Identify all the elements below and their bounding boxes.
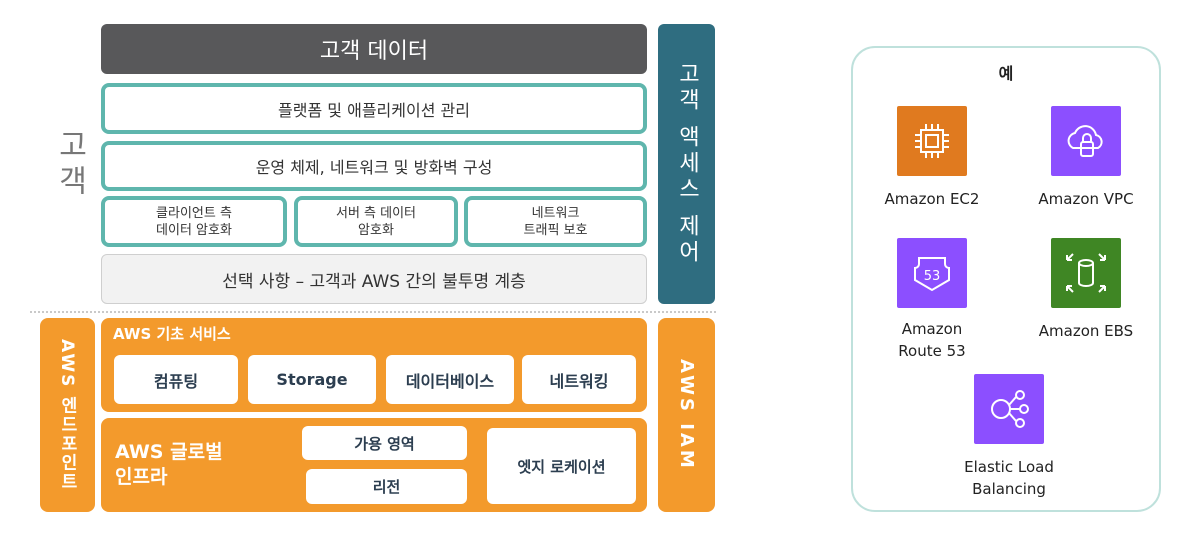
service-storage: Storage	[248, 355, 376, 404]
example-elb: Elastic Load Balancing	[939, 374, 1079, 500]
route53-label-line2: Route 53	[898, 342, 966, 360]
example-vpc: Amazon VPC	[1021, 106, 1151, 210]
elb-nodes-icon	[974, 374, 1044, 444]
network-traffic-protection-line2: 트래픽 보호	[523, 222, 588, 238]
ebs-label: Amazon EBS	[1038, 322, 1134, 340]
region-box: 리전	[306, 469, 467, 504]
client-side-encryption-line2: 데이터 암호화	[156, 222, 232, 238]
service-compute: 컴퓨팅	[114, 355, 238, 404]
customer-data-bar: 고객 데이터	[101, 24, 647, 74]
vpc-label: Amazon VPC	[1038, 190, 1134, 208]
route53-label-line1: Amazon	[901, 320, 963, 338]
aws-global-infrastructure-line2: 인프라	[115, 466, 168, 488]
server-side-encryption-line1: 서버 측 데이터	[335, 205, 417, 221]
elb-label-line1: Elastic Load	[964, 458, 1054, 476]
service-networking: 네트워킹	[522, 355, 636, 404]
example-ebs: Amazon EBS	[1021, 238, 1151, 342]
examples-panel: 예 Amazon EC2 Amazon VPC	[851, 46, 1161, 512]
platform-management-box: 플랫폼 및 애플리케이션 관리	[101, 83, 647, 134]
client-side-encryption-box: 클라이언트 측 데이터 암호화	[101, 196, 287, 247]
vpc-cloud-lock-icon	[1051, 106, 1121, 176]
elb-label-line2: Balancing	[972, 480, 1046, 498]
service-database: 데이터베이스	[386, 355, 514, 404]
client-side-encryption-line1: 클라이언트 측	[156, 205, 232, 221]
aws-endpoint-bar: AWS 엔드포인트	[40, 318, 95, 512]
optional-opaque-layer-box: 선택 사항 – 고객과 AWS 간의 불투명 계층	[101, 254, 647, 304]
example-ec2: Amazon EC2	[871, 106, 993, 210]
examples-title: 예	[998, 64, 1014, 83]
aws-global-infrastructure-panel: AWS 글로벌 인프라 가용 영역 리전 엣지 로케이션	[101, 418, 647, 512]
edge-location-box: 엣지 로케이션	[487, 428, 636, 504]
server-side-encryption-line2: 암호화	[358, 222, 394, 238]
example-route53: 53 Amazon Route 53	[871, 238, 993, 362]
network-traffic-protection-box: 네트워크 트래픽 보호	[464, 196, 647, 247]
availability-zone-box: 가용 영역	[302, 426, 467, 460]
customer-side-label: 고객	[52, 129, 87, 201]
svg-text:53: 53	[924, 269, 941, 284]
aws-iam-bar: AWS IAM	[658, 318, 715, 512]
customer-access-control-bar: 고객 액세스 제어	[658, 24, 715, 304]
aws-global-infrastructure-title: AWS 글로벌 인프라	[115, 440, 223, 490]
os-network-firewall-box: 운영 체제, 네트워크 및 방화벽 구성	[101, 141, 647, 191]
ec2-chip-icon	[897, 106, 967, 176]
responsibility-divider	[30, 311, 716, 313]
aws-foundation-services-panel: AWS 기초 서비스 컴퓨팅 Storage 데이터베이스 네트워킹	[101, 318, 647, 412]
server-side-encryption-box: 서버 측 데이터 암호화	[294, 196, 458, 247]
aws-global-infrastructure-line1: AWS 글로벌	[115, 441, 223, 463]
route53-shield-icon: 53	[897, 238, 967, 308]
ec2-label: Amazon EC2	[884, 190, 980, 208]
aws-foundation-services-title: AWS 기초 서비스	[113, 325, 231, 343]
ebs-volume-icon	[1051, 238, 1121, 308]
network-traffic-protection-line1: 네트워크	[531, 205, 580, 221]
